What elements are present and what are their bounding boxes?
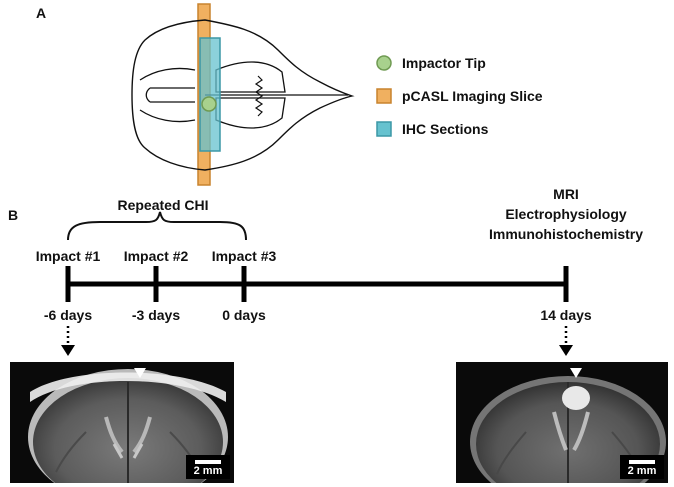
impactor-tip <box>201 96 217 112</box>
scale-bar-right-text: 2 mm <box>627 465 657 477</box>
legend-label: pCASL Imaging Slice <box>402 88 543 104</box>
arrow-left-head <box>61 345 75 356</box>
time-label-1: -6 days <box>43 307 93 323</box>
scale-bar-left-text: 2 mm <box>193 465 223 477</box>
scale-bar-left: 2 mm <box>186 455 230 479</box>
impact-2-label: Impact #2 <box>123 248 189 264</box>
arrow-right-head <box>559 345 573 356</box>
pcasl-legend-icon <box>376 88 392 104</box>
parietal-top <box>215 61 286 93</box>
end-label-immunohistochemistry: Immunohistochemistry <box>488 226 644 242</box>
time-label-2: -3 days <box>131 307 181 323</box>
legend-label: Impactor Tip <box>402 55 486 71</box>
legend-label: IHC Sections <box>402 121 489 137</box>
parietal-bottom <box>215 97 286 129</box>
scale-bar-right: 2 mm <box>620 455 664 479</box>
end-label-electrophysiology: Electrophysiology <box>505 206 627 222</box>
mri-image-left: 2 mm <box>10 362 234 483</box>
suture-zigzag <box>254 75 264 117</box>
end-label-mri: MRI <box>553 186 579 202</box>
ihc-legend-icon <box>376 121 392 137</box>
mri-image-right: 2 mm <box>456 362 668 483</box>
time-label-3: 0 days <box>222 307 266 323</box>
mri-right-graphic <box>470 368 666 483</box>
time-label-end: 14 days <box>540 307 592 323</box>
skull-outline <box>131 19 355 171</box>
curly-brace <box>67 211 247 241</box>
impact-3-label: Impact #3 <box>211 248 277 264</box>
impactor-legend-icon <box>376 55 392 71</box>
orbit-lines <box>139 67 196 123</box>
panel-b-label: B <box>8 207 19 223</box>
panel-a-label: A <box>36 5 47 21</box>
mri-left-graphic <box>28 368 228 483</box>
skull-diagram <box>131 3 355 186</box>
nasal-lines <box>145 87 195 103</box>
impact-1-label: Impact #1 <box>35 248 101 264</box>
ihc-sections-box <box>199 37 221 152</box>
bracket-label: Repeated CHI <box>117 197 209 213</box>
